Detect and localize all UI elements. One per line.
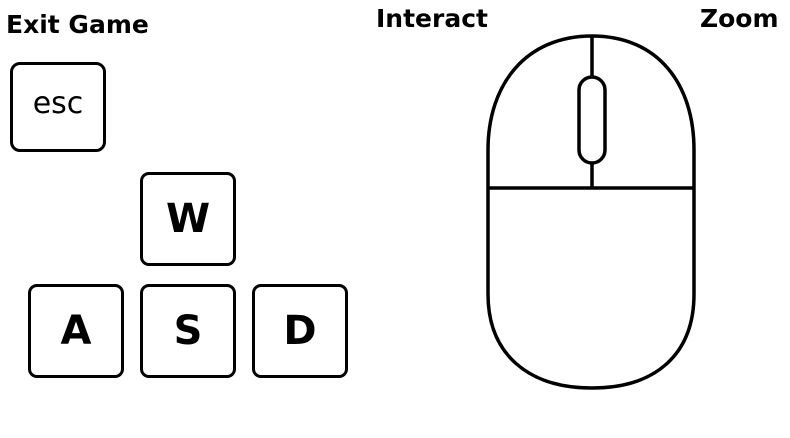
d-key: D — [252, 284, 348, 378]
esc-key: esc — [10, 62, 106, 152]
zoom-label: Zoom — [700, 4, 779, 33]
a-key: A — [28, 284, 124, 378]
exit-game-label: Exit Game — [6, 10, 149, 39]
scroll-wheel — [577, 75, 607, 165]
w-key: W — [140, 172, 236, 266]
s-key: S — [140, 284, 236, 378]
mouse-icon — [486, 34, 696, 390]
interact-label: Interact — [376, 4, 488, 33]
mouse-body — [486, 34, 696, 390]
